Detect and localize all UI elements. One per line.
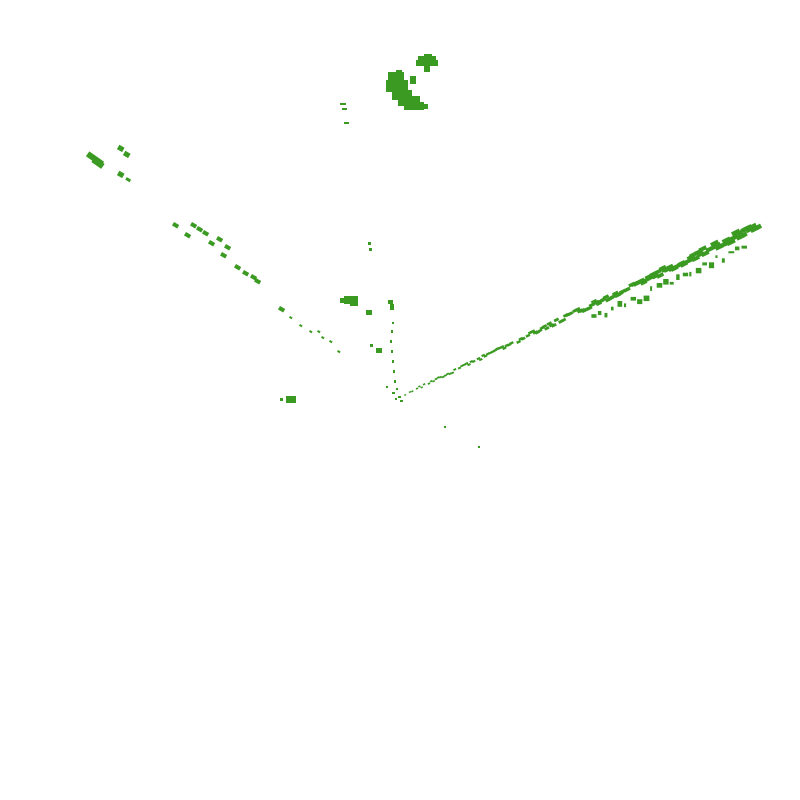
scan-point bbox=[650, 286, 652, 291]
scan-point bbox=[618, 301, 623, 307]
scan-point bbox=[605, 313, 608, 318]
scan-point bbox=[663, 279, 668, 285]
scan-point bbox=[657, 283, 663, 288]
scan-point bbox=[722, 258, 725, 262]
scan-point bbox=[735, 247, 739, 251]
scan-point bbox=[728, 251, 734, 253]
scan-point bbox=[598, 311, 602, 315]
scan-point bbox=[689, 272, 691, 277]
scan-point bbox=[709, 262, 714, 268]
scan-point bbox=[631, 297, 636, 301]
scan-point bbox=[742, 246, 748, 249]
scan-point bbox=[670, 282, 674, 285]
scan-point bbox=[644, 296, 650, 302]
scan-point bbox=[591, 314, 596, 318]
scan-point bbox=[676, 274, 679, 280]
scan-point bbox=[637, 299, 642, 304]
scan-point bbox=[611, 307, 614, 311]
scan-point bbox=[715, 255, 717, 258]
scan-point bbox=[696, 268, 702, 273]
scan-point bbox=[702, 262, 707, 265]
scan-point bbox=[624, 303, 626, 307]
scan-point bbox=[683, 273, 688, 277]
